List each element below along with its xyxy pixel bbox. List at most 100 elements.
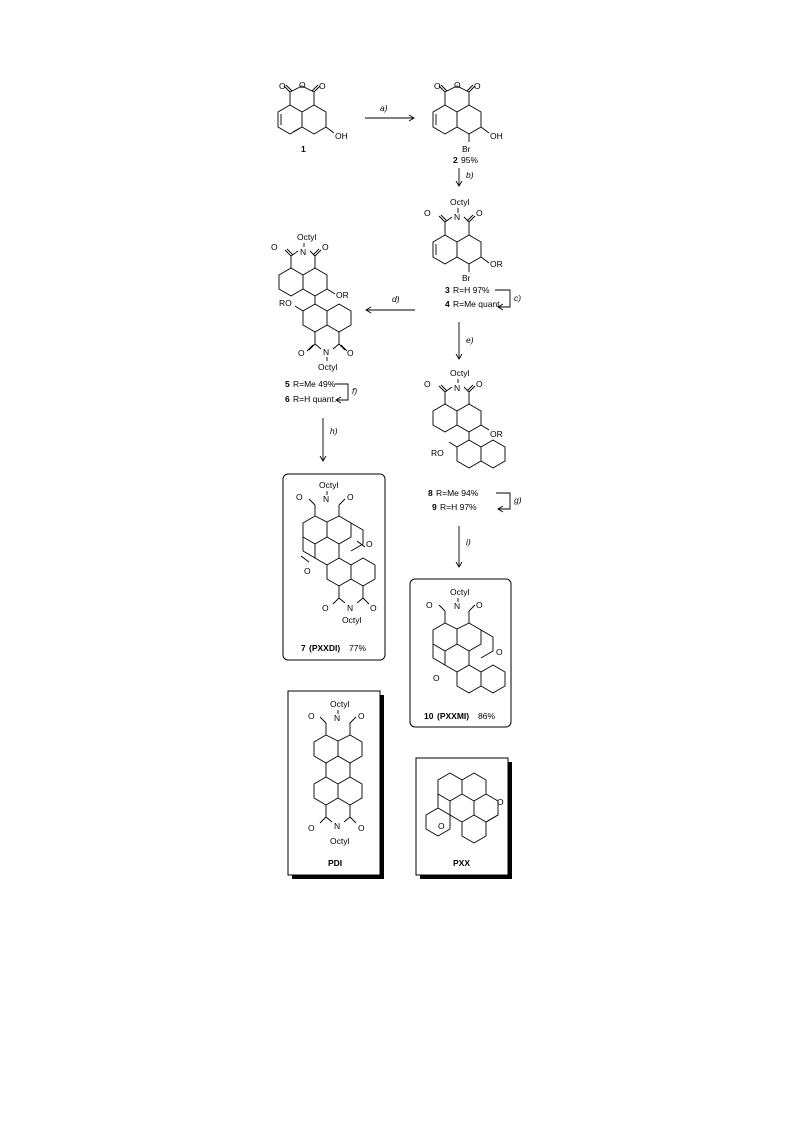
- atom-n: N: [323, 347, 329, 357]
- atom-o: O: [496, 647, 503, 657]
- step-d-label: d): [392, 294, 400, 304]
- compound-8-number: 8: [428, 488, 433, 498]
- compound-8-or-label: OR: [490, 429, 503, 439]
- step-b-label: b): [466, 170, 474, 180]
- compound-1-structure: [277, 84, 335, 135]
- compound-8-structure: [432, 379, 506, 469]
- compound-7-name: (PXXDI): [309, 643, 340, 653]
- atom-n: N: [323, 494, 329, 504]
- atom-o: O: [476, 379, 483, 389]
- atom-o: O: [476, 600, 483, 610]
- atom-n: N: [334, 821, 340, 831]
- atom-o: O: [433, 673, 440, 683]
- compound-2-number: 2: [453, 155, 458, 165]
- step-i-label: i): [466, 537, 471, 547]
- compound-1-number: 1: [301, 144, 306, 154]
- atom-o: O: [279, 81, 286, 91]
- pxx-name: PXX: [453, 858, 470, 868]
- compound-1-oh-label: OH: [335, 131, 348, 141]
- atom-o: O: [298, 348, 305, 358]
- bracket-step-c: [495, 289, 511, 311]
- compound-3-or-label: OR: [490, 259, 503, 269]
- compound-7-octyl-bottom: Octyl: [342, 615, 361, 625]
- arrow-step-h: [319, 418, 327, 462]
- pdi-structure: [313, 710, 363, 824]
- atom-o: O: [322, 603, 329, 613]
- compound-3-octyl-label: Octyl: [450, 197, 469, 207]
- atom-o: O: [347, 348, 354, 358]
- compound-9-r-label: R=H 97%: [440, 502, 477, 512]
- pdi-name: PDI: [328, 858, 342, 868]
- compound-7-number: 7: [301, 643, 306, 653]
- compound-2-br-label: Br: [462, 144, 471, 154]
- step-e-label: e): [466, 335, 474, 345]
- atom-o: O: [438, 821, 445, 831]
- bracket-step-f: [335, 383, 349, 404]
- compound-3-number: 3: [445, 285, 450, 295]
- atom-o: O: [296, 492, 303, 502]
- compound-5-octyl-bottom: Octyl: [318, 362, 337, 372]
- atom-o: O: [370, 603, 377, 613]
- atom-o: O: [319, 81, 326, 91]
- bracket-step-g: [496, 492, 511, 513]
- pdi-box: [287, 690, 381, 876]
- compound-4-r-label: R=Me quant.: [453, 299, 502, 309]
- atom-o: O: [358, 823, 365, 833]
- compound-3-br-label: Br: [462, 273, 471, 283]
- compound-2-yield: 95%: [461, 155, 478, 165]
- atom-o: O: [347, 492, 354, 502]
- compound-7-box: [282, 473, 386, 661]
- compound-2-oh-label: OH: [490, 131, 503, 141]
- compound-10-number: 10: [424, 711, 434, 721]
- compound-3-r-label: R=H 97%: [453, 285, 490, 295]
- compound-10-name: (PXXMI): [437, 711, 469, 721]
- atom-n: N: [334, 713, 340, 723]
- compound-3-structure: [432, 208, 490, 272]
- compound-7-yield: 77%: [349, 643, 366, 653]
- atom-o: O: [474, 81, 481, 91]
- atom-n: N: [454, 601, 460, 611]
- compound-10-structure: [432, 598, 506, 694]
- atom-o: O: [308, 823, 315, 833]
- atom-o: O: [497, 797, 504, 807]
- compound-8-ro-label: RO: [431, 448, 444, 458]
- pxx-box: [415, 757, 509, 876]
- atom-o: O: [358, 711, 365, 721]
- atom-o: O: [434, 81, 441, 91]
- compound-2-structure: [432, 84, 490, 142]
- atom-n: N: [300, 247, 306, 257]
- step-a-label: a): [380, 103, 388, 113]
- compound-9-number: 9: [432, 502, 437, 512]
- step-c-label: c): [514, 293, 521, 303]
- pdi-octyl-top: Octyl: [330, 699, 349, 709]
- atom-o: O: [454, 80, 461, 90]
- arrow-step-e: [455, 322, 463, 360]
- atom-o: O: [476, 208, 483, 218]
- compound-7-structure: [300, 491, 376, 605]
- atom-o: O: [304, 566, 311, 576]
- atom-o: O: [299, 80, 306, 90]
- step-f-label: f): [352, 386, 357, 396]
- arrow-step-d: [365, 306, 415, 314]
- compound-5-structure: [278, 243, 352, 361]
- compound-10-yield: 86%: [478, 711, 495, 721]
- atom-o: O: [366, 539, 373, 549]
- compound-10-octyl-label: Octyl: [450, 587, 469, 597]
- atom-o: O: [322, 242, 329, 252]
- arrow-step-i: [455, 526, 463, 568]
- compound-4-number: 4: [445, 299, 450, 309]
- compound-8-octyl-label: Octyl: [450, 368, 469, 378]
- compound-5-or-label: OR: [336, 290, 349, 300]
- compound-5-octyl-top: Octyl: [297, 232, 316, 242]
- atom-o: O: [424, 379, 431, 389]
- compound-6-number: 6: [285, 394, 290, 404]
- compound-6-r-label: R=H quant.: [293, 394, 336, 404]
- atom-n: N: [454, 383, 460, 393]
- atom-o: O: [424, 208, 431, 218]
- compound-8-r-label: R=Me 94%: [436, 488, 479, 498]
- atom-o: O: [308, 711, 315, 721]
- pxx-structure: [425, 772, 499, 844]
- step-h-label: h): [330, 426, 338, 436]
- compound-10-box: [409, 578, 512, 728]
